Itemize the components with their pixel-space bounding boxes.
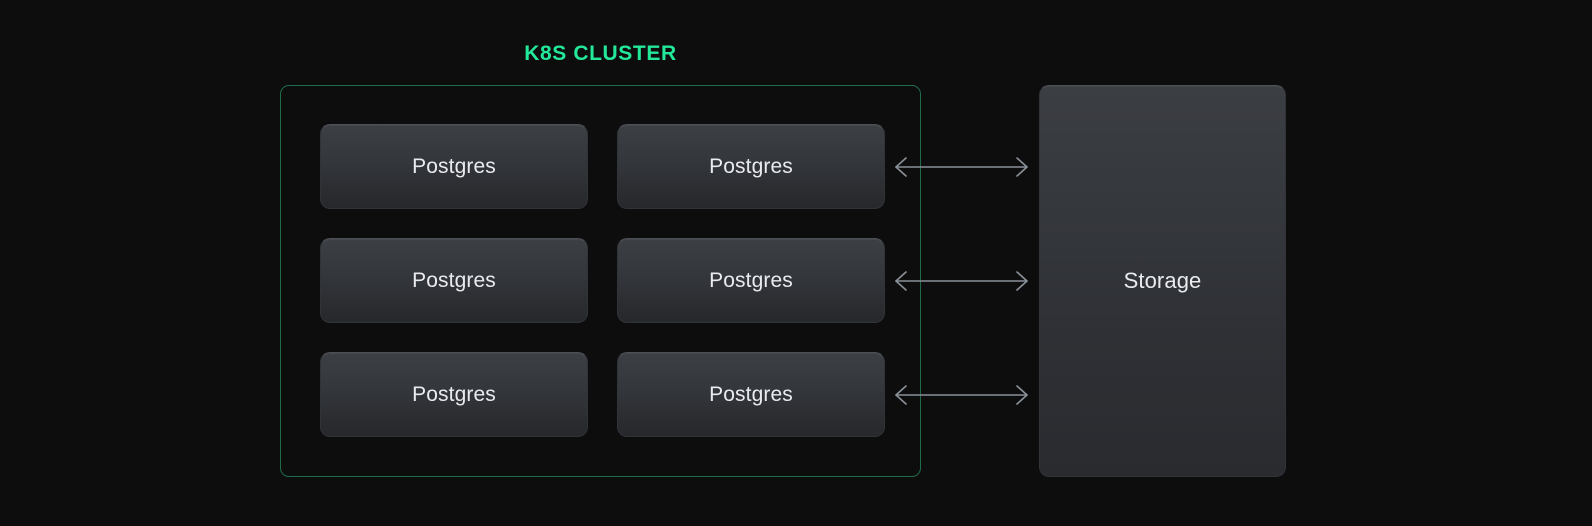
postgres-row: Postgres Postgres: [320, 124, 885, 209]
postgres-node[interactable]: Postgres: [617, 124, 885, 209]
postgres-row: Postgres Postgres: [320, 352, 885, 437]
postgres-node[interactable]: Postgres: [617, 352, 885, 437]
postgres-node-label: Postgres: [412, 382, 496, 406]
postgres-node-label: Postgres: [709, 268, 793, 292]
cluster-title: K8S CLUSTER: [524, 42, 677, 65]
postgres-node[interactable]: Postgres: [320, 352, 588, 437]
postgres-node[interactable]: Postgres: [320, 238, 588, 323]
postgres-node-label: Postgres: [709, 154, 793, 178]
postgres-node-grid: Postgres Postgres Postgres Postgres Post…: [320, 124, 885, 440]
postgres-node-label: Postgres: [412, 154, 496, 178]
storage-node-label: Storage: [1123, 268, 1202, 293]
postgres-node[interactable]: Postgres: [617, 238, 885, 323]
storage-node[interactable]: Storage: [1039, 85, 1286, 477]
postgres-node-label: Postgres: [412, 268, 496, 292]
postgres-node-label: Postgres: [709, 382, 793, 406]
postgres-node[interactable]: Postgres: [320, 124, 588, 209]
postgres-row: Postgres Postgres: [320, 238, 885, 323]
